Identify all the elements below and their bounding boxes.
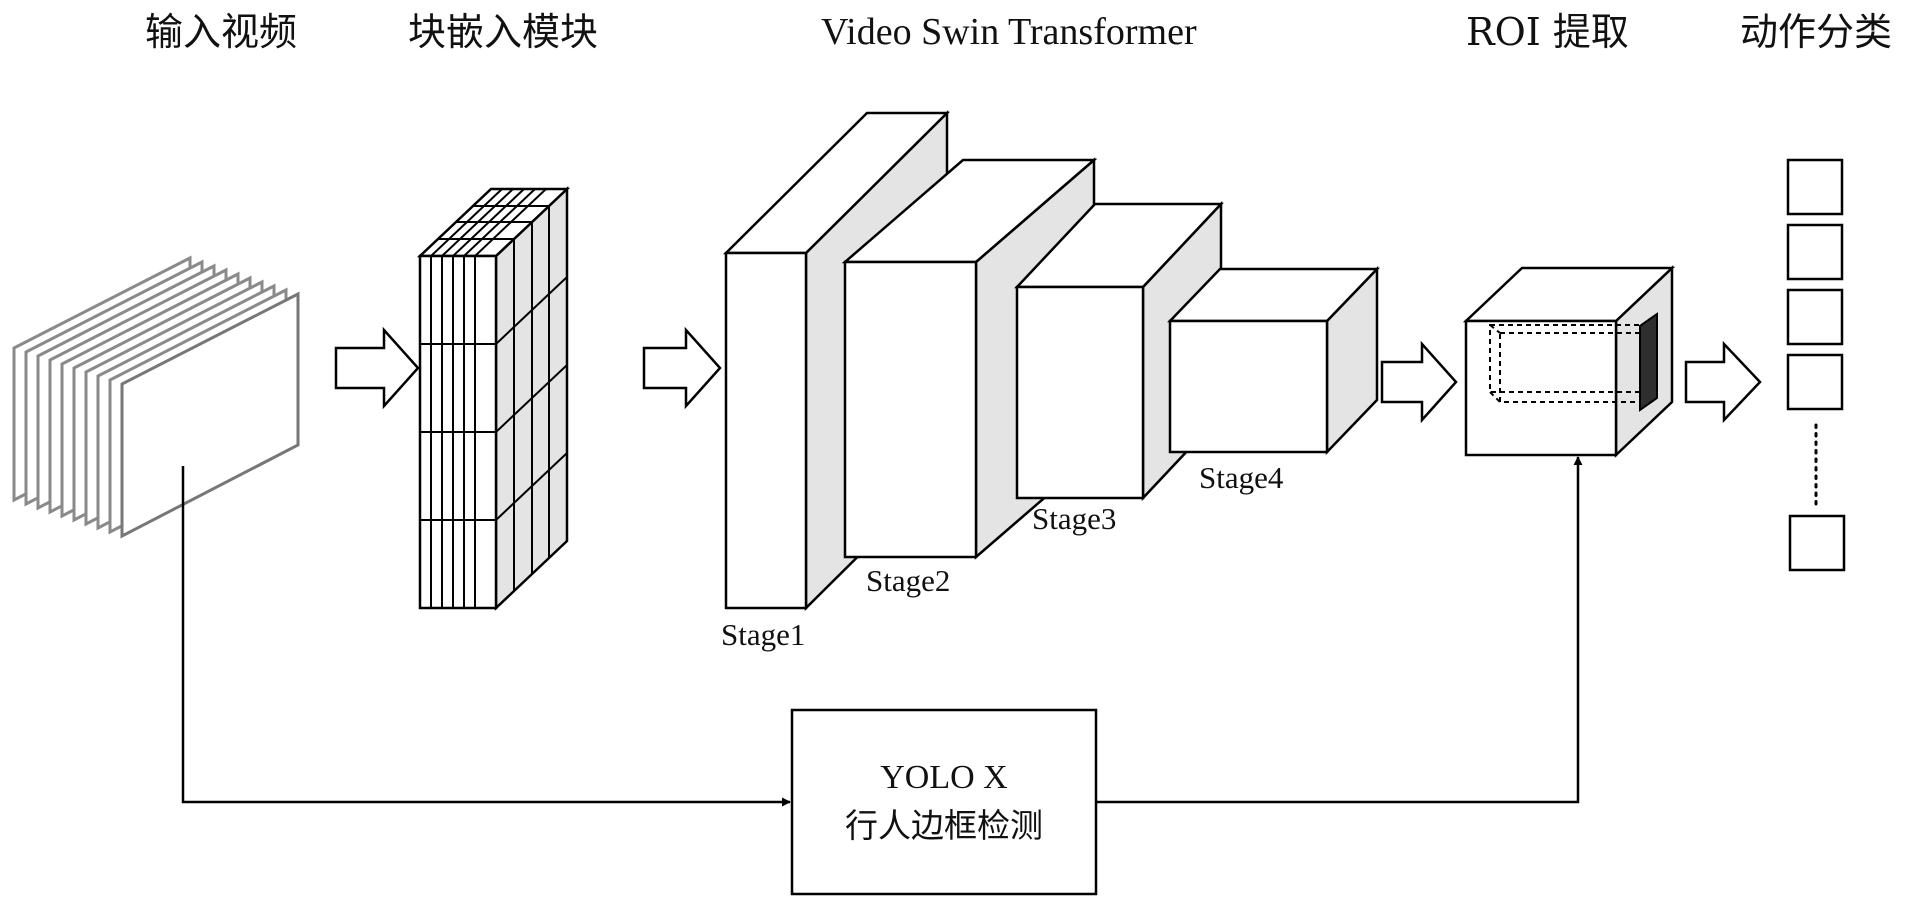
- connector-yolo-to-roi: [1096, 456, 1583, 804]
- roi-extraction-cube: [1462, 265, 1676, 458]
- class-box-4: [1786, 353, 1844, 411]
- stage4-block: [1167, 265, 1380, 456]
- yolo-desc: 行人边框检测: [845, 806, 1043, 845]
- stage1-label: Stage1: [721, 617, 806, 652]
- class-box-1: [1786, 158, 1844, 216]
- header-roi-extract: ROI 提取: [1466, 10, 1629, 54]
- flow-arrows: [334, 326, 1762, 424]
- class-box-last: [1788, 514, 1846, 572]
- stage2-label: Stage2: [866, 563, 951, 598]
- arrow-roi-to-class: [1684, 340, 1762, 424]
- arrow-stage4-to-roi: [1380, 340, 1458, 424]
- stage4-label: Stage4: [1199, 460, 1284, 495]
- connector-video-to-yolo: [181, 466, 791, 807]
- action-class-boxes: [1786, 158, 1846, 572]
- input-video-frames: [12, 255, 300, 539]
- patch-embedding-cube: [416, 186, 571, 611]
- header-patch-embedding: 块嵌入模块: [408, 10, 599, 54]
- header-action-class: 动作分类: [1740, 10, 1893, 54]
- arrow-embed-to-stage1: [642, 326, 722, 410]
- header-transformer: Video Swin Transformer: [821, 11, 1197, 53]
- class-box-2: [1786, 223, 1844, 281]
- arrow-input-to-embed: [334, 326, 420, 410]
- header-input-video: 输入视频: [145, 10, 298, 54]
- yolo-text: YOLO X 行人边框检测: [792, 710, 1096, 894]
- roi-highlight: [1639, 312, 1658, 412]
- yolo-name: YOLO X: [880, 759, 1008, 796]
- class-box-3: [1786, 288, 1844, 346]
- stage3-label: Stage3: [1032, 501, 1117, 536]
